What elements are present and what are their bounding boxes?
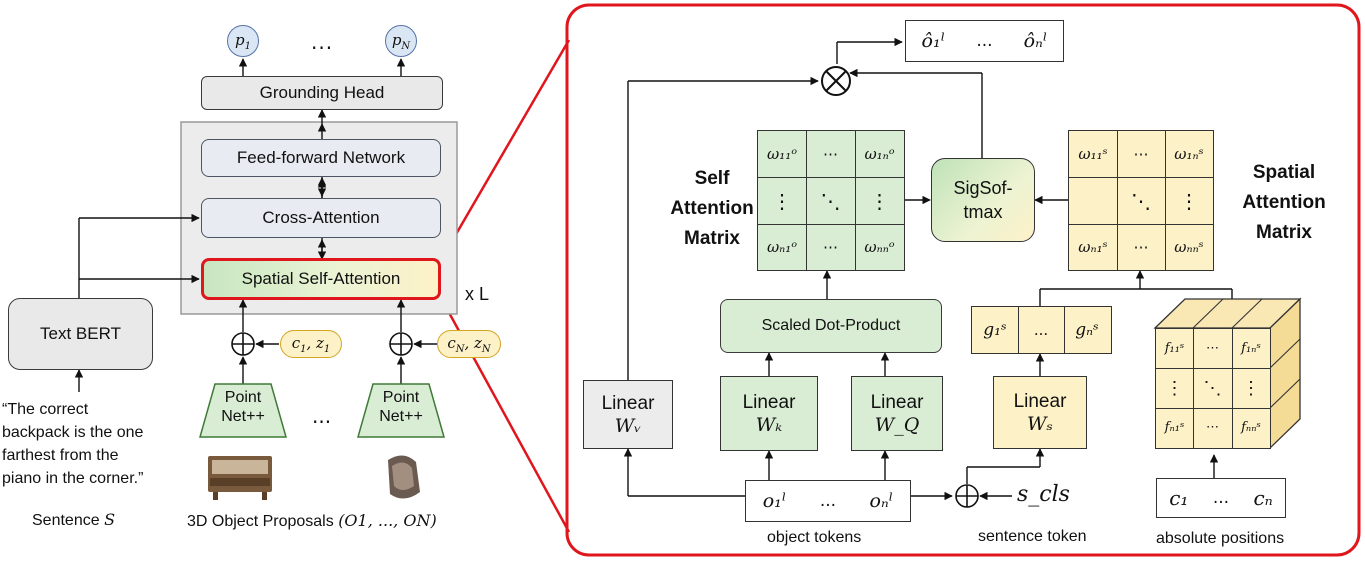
object-tokens: o₁ˡ ... oₙˡ [745, 480, 911, 522]
grounding-head: Grounding Head [201, 76, 443, 110]
linear-ws: Linear Wₛ [993, 376, 1087, 449]
proposals-label: 3D Object Proposals (O1, ..., ON) [187, 511, 437, 530]
output-token-p1: p1 [227, 25, 259, 57]
sentence-token-label: sentence token [978, 528, 1087, 545]
piano-image [208, 456, 272, 500]
feature-cube [1153, 297, 1302, 450]
sentence-text: “The correct backpack is the one farthes… [2, 401, 144, 487]
middle-dots: ... [312, 404, 332, 428]
sentence-label: Sentence S [32, 510, 116, 529]
sentence-token: s_cls [1017, 482, 1070, 507]
feature-cube-front: f₁₁ˢ ⋯ f₁ₙˢ ⋮ ⋱ ⋮ fₙ₁ˢ ⋯ fₙₙˢ [1155, 328, 1271, 449]
backpack-image [388, 455, 420, 499]
linear-wk: Linear Wₖ [720, 376, 818, 451]
spatial-attention-matrix: ω₁₁ˢ ⋯ ω₁ₙˢ ⋱ ⋮ ωₙ₁ˢ ⋯ ωₙₙˢ [1068, 130, 1214, 271]
repeat-label: x L [465, 284, 490, 304]
zoom-panel-border [565, 3, 1361, 557]
position-input-1: c1, z1 [280, 330, 342, 358]
g-tokens: g₁ˢ ... gₙˢ [971, 306, 1112, 354]
absolute-positions: c₁ ... cₙ [1156, 478, 1286, 518]
zoom-line-top [439, 39, 571, 261]
self-attention-matrix: ω₁₁ᵒ ⋯ ω₁ₙᵒ ⋮ ⋱ ⋮ ωₙ₁ᵒ ⋯ ωₙₙᵒ [757, 130, 905, 271]
absolute-positions-label: absolute positions [1156, 530, 1285, 547]
self-attention-title: Self Attention Matrix [670, 168, 754, 249]
scaled-dot-product: Scaled Dot-Product [720, 299, 942, 353]
text-bert: Text BERT [8, 298, 153, 370]
spatial-self-attention: Spatial Self-Attention [201, 258, 441, 300]
linear-wq: Linear W_Q [851, 376, 943, 451]
sigsoftmax: SigSof-tmax [931, 158, 1035, 242]
linear-wv: Linear Wᵥ [583, 380, 673, 449]
pointnet-shape [199, 383, 287, 438]
feed-forward-network: Feed-forward Network [201, 139, 441, 177]
object-tokens-label: object tokens [767, 529, 862, 546]
output-token-pN: pN [385, 25, 417, 57]
cross-attention: Cross-Attention [201, 198, 441, 238]
pointnet-shape [357, 383, 445, 438]
output-dots: ... [311, 30, 334, 54]
output-tokens: ô₁ˡ ... ôₙˡ [905, 20, 1064, 62]
spatial-attention-title: Spatial Attention Matrix [1242, 162, 1326, 243]
position-input-N: cN, zN [437, 330, 501, 358]
